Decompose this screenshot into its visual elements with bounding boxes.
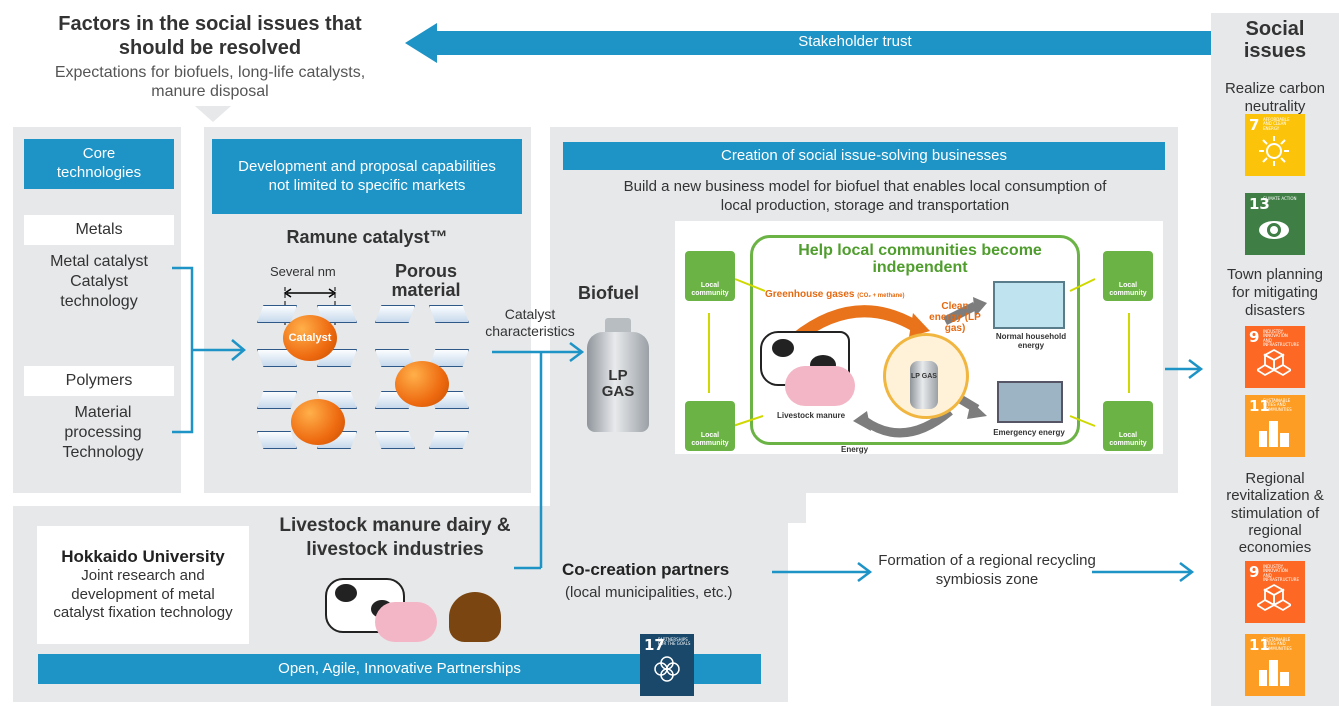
house-illustration — [993, 281, 1065, 329]
small-lp-cylinder: LP GAS — [910, 361, 938, 409]
porous-label: Porous material — [391, 261, 461, 300]
cow-illustration — [760, 331, 850, 386]
polymers-desc: Material processing Technology — [62, 404, 144, 461]
cocreation-title: Co-creation partners — [562, 560, 730, 579]
normal-energy-label: Normal household energy — [995, 332, 1067, 350]
core-bracket-arrow — [172, 266, 246, 434]
catalyst-characteristics: Catalyst characteristics — [485, 306, 575, 339]
several-nm-label: Several nm — [270, 264, 336, 279]
pig-illustration — [785, 366, 855, 406]
sdg-11-icon-b: 11 Sustainable cities and communities — [1245, 634, 1305, 696]
stakeholder-arrow: Stakeholder trust — [405, 23, 1211, 63]
community-illustration: Help local communities become independen… — [675, 221, 1163, 454]
catalyst-ball-2 — [395, 361, 449, 407]
metals-desc: Metal catalyst Catalyst technology — [50, 253, 148, 310]
emergency-illustration — [997, 381, 1063, 423]
factors-title: Factors in the social issues that should… — [58, 13, 362, 59]
local-community-tl: Local community — [685, 251, 735, 301]
catalyst-diagram: Catalyst — [255, 285, 495, 465]
creation-header: Creation of social issue-solving busines… — [563, 142, 1165, 170]
social-title: Social issues — [1243, 18, 1307, 62]
formation-arrow — [1092, 562, 1195, 582]
sdg-9-icon-a: 9 Industry, innovation and infrastructur… — [1245, 326, 1305, 388]
biofuel-label: Biofuel — [578, 283, 639, 303]
lp-gas-cylinder: LP GAS — [585, 318, 651, 434]
sdg-17-icon: 17 Partnerships for the goals — [640, 634, 694, 696]
core-header: Core technologies — [24, 139, 174, 189]
catalyst-ball-3 — [291, 399, 345, 445]
social-carbon: Realize carbon neutrality — [1224, 80, 1326, 115]
livestock-illustration — [325, 568, 505, 658]
emergency-energy-label: Emergency energy — [993, 428, 1065, 437]
stakeholder-label: Stakeholder trust — [798, 33, 912, 50]
metals-label: Metals — [24, 215, 174, 245]
sdg-11-icon-a: 11 Sustainable cities and communities — [1245, 395, 1305, 457]
greenhouse-label: Greenhouse gases (CO₂ + methane) — [765, 289, 905, 300]
lp-gas-label: LP GAS — [601, 367, 635, 400]
sdg-9-icon-b: 9 Industry, innovation and infrastructur… — [1245, 561, 1305, 623]
social-town: Town planning for mitigating disasters — [1227, 266, 1323, 319]
factors-pointer — [195, 106, 231, 122]
creation-to-social-arrow — [1165, 359, 1204, 379]
creation-subtitle: Build a new business model for biofuel t… — [623, 178, 1107, 214]
polymers-label: Polymers — [24, 366, 174, 396]
local-community-tr: Local community — [1103, 251, 1153, 301]
catalyst-title: Ramune catalyst™ — [286, 227, 448, 247]
cocreation-sub: (local municipalities, etc.) — [565, 584, 733, 601]
clean-energy-label: Clean energy (LP gas) — [929, 301, 981, 334]
livestock-manure-label: Livestock manure — [777, 411, 846, 420]
catalyst-ball: Catalyst — [283, 315, 337, 361]
catalyst-ball-label: Catalyst — [288, 332, 332, 344]
formation-text: Formation of a regional recycling symbio… — [878, 552, 1096, 588]
energy-label: Energy — [841, 445, 869, 454]
local-community-bl: Local community — [685, 401, 735, 451]
livestock-title: Livestock manure dairy & livestock indus… — [279, 515, 511, 560]
cocreation-arrow — [772, 562, 873, 582]
hokkaido-box: Hokkaido University Joint research and d… — [37, 526, 249, 644]
illus-title: Help local communities become independen… — [798, 242, 1042, 276]
sdg-7-icon: 7 Affordable and clean energy — [1245, 114, 1305, 176]
sdg-13-icon: 13 Climate action — [1245, 193, 1305, 255]
social-regional: Regional revitalization & stimulation of… — [1226, 470, 1324, 556]
factors-subtitle: Expectations for biofuels, long-life cat… — [54, 64, 366, 101]
hokkaido-title: Hokkaido University — [61, 546, 225, 566]
local-community-br: Local community — [1103, 401, 1153, 451]
hokkaido-desc: Joint research and development of metal … — [53, 566, 233, 622]
catalyst-arrow — [492, 342, 585, 570]
dev-header: Development and proposal capabilities no… — [212, 139, 522, 214]
